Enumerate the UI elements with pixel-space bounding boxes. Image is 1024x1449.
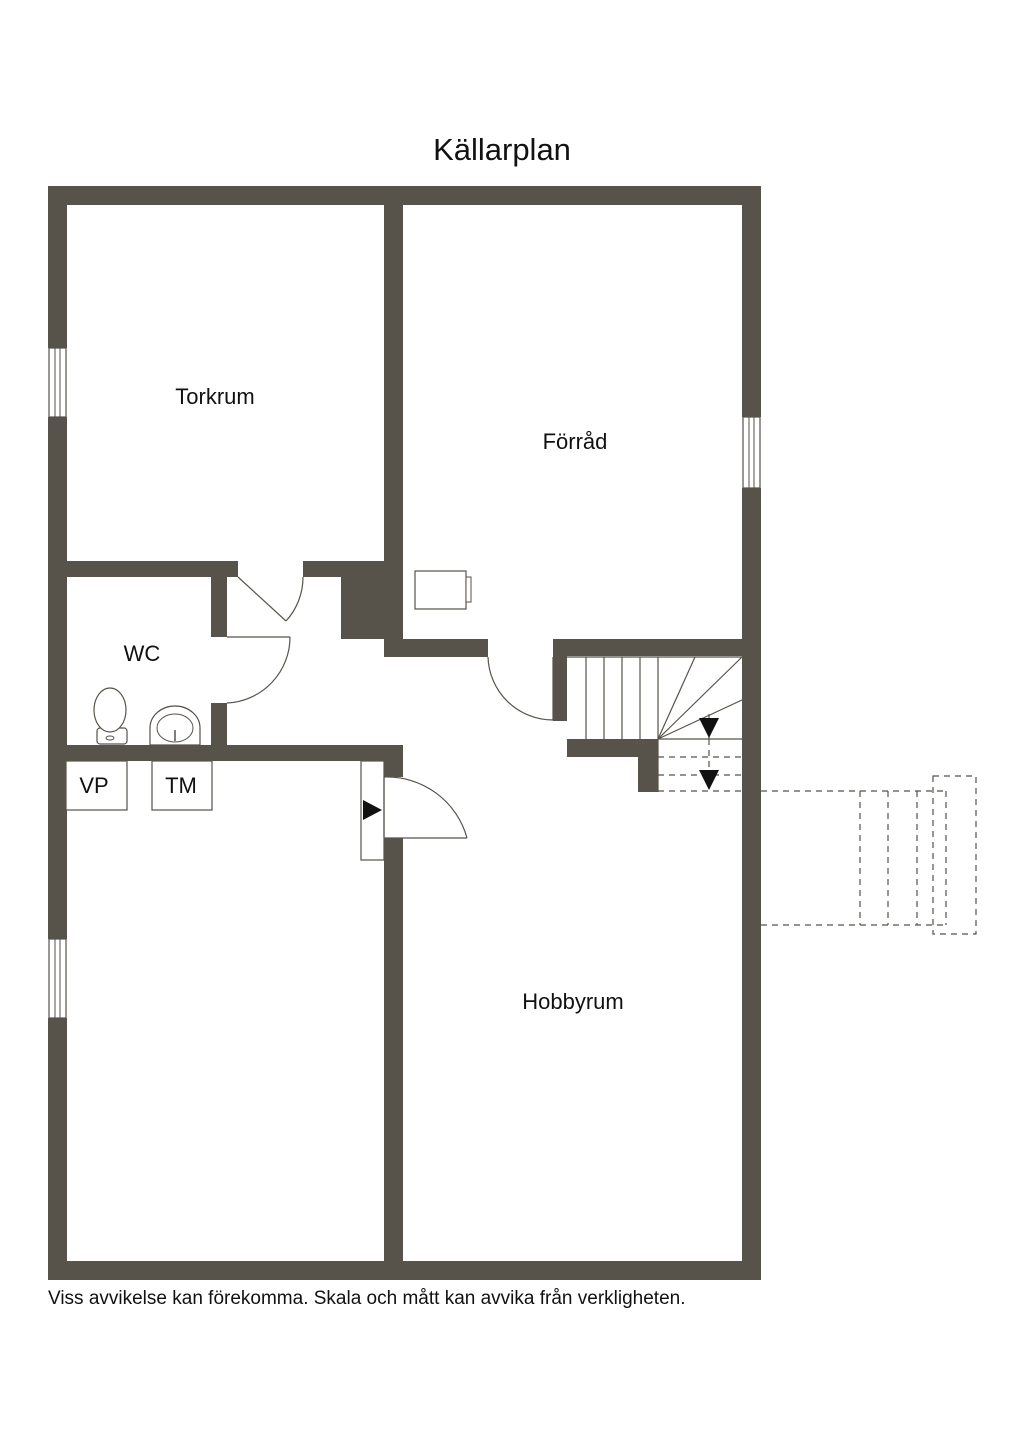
doors: [226, 576, 554, 861]
sink-icon: [149, 705, 201, 746]
room-label-forrad: Förråd: [543, 429, 608, 454]
outdoor-steps: [761, 775, 977, 935]
room-label-wc: WC: [124, 641, 161, 666]
interior-walls: [48, 186, 761, 1280]
window-left-torkrum: [48, 347, 67, 418]
toilet-icon: [93, 687, 128, 745]
outer-walls: [48, 186, 761, 1280]
storage-box-icon: [414, 570, 472, 610]
disclaimer-text: Viss avvikelse kan förekomma. Skala och …: [48, 1288, 686, 1309]
staircase: [567, 656, 743, 792]
unit-label-vp: VP: [79, 773, 108, 798]
window-right-forrad: [742, 416, 761, 489]
windows: [48, 347, 761, 1019]
tm-unit: [151, 760, 213, 811]
window-left-lower: [48, 938, 67, 1019]
plan-title: Källarplan: [433, 132, 571, 167]
room-label-torkrum: Torkrum: [175, 384, 254, 409]
room-label-hobbyrum: Hobbyrum: [522, 989, 623, 1014]
fixtures: [65, 570, 472, 811]
unit-label-tm: TM: [165, 773, 197, 798]
vp-unit: [65, 760, 128, 811]
